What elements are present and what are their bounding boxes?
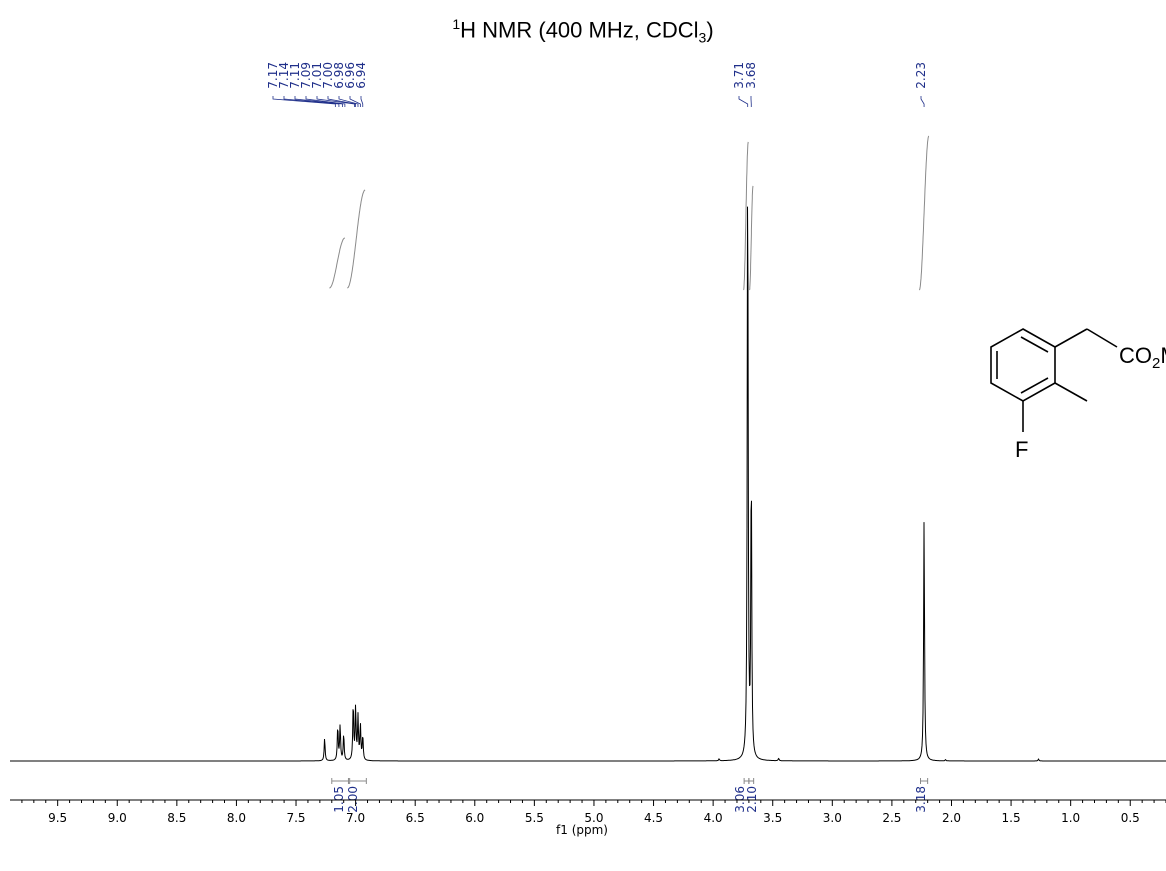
x-tick-label: 3.5: [763, 811, 782, 825]
peak-label-connector: [305, 96, 346, 107]
integral-label: 2.00: [346, 786, 360, 813]
x-tick-label: 4.5: [644, 811, 663, 825]
peak-label-connector: [272, 96, 336, 107]
molecule-structure: [990, 328, 1118, 432]
ring-double-bond-2: [1020, 377, 1049, 394]
x-tick-label: 9.0: [108, 811, 127, 825]
integral-label: 3.18: [914, 786, 928, 813]
x-tick-label: 8.5: [167, 811, 186, 825]
peak-label-connector: [316, 96, 355, 107]
x-tick-label: 9.5: [48, 811, 67, 825]
integral-curve: [347, 189, 366, 289]
integral-bracket: [331, 778, 349, 784]
x-tick-label: 7.0: [346, 811, 365, 825]
peak-label: 2.23: [914, 62, 928, 89]
integral-bracket: [748, 778, 755, 784]
ester-bond: [1086, 328, 1118, 348]
peak-label: 7.11: [288, 62, 302, 89]
integral-label: 3.06: [733, 786, 747, 813]
x-tick-label: 6.5: [406, 811, 425, 825]
ester-subscript: 2: [1152, 355, 1160, 372]
title-superscript: 1: [452, 16, 461, 32]
x-tick-label: 2.5: [882, 811, 901, 825]
peak-label: 3.71: [732, 62, 746, 89]
peak-label: 7.01: [310, 62, 324, 89]
x-tick-label: 3.0: [823, 811, 842, 825]
integral-curve: [329, 237, 346, 289]
x-tick-label: 1.5: [1002, 811, 1021, 825]
methyl-bond: [1054, 382, 1088, 402]
peak-label-group: 7.177.147.117.097.017.006.986.966.94 3.71…: [266, 62, 928, 107]
integral-curve: [918, 135, 930, 291]
x-tick-label: 0.5: [1121, 811, 1140, 825]
peak-label-connector: [738, 96, 749, 107]
x-tick-label: 5.0: [584, 811, 603, 825]
x-tick-label: 5.5: [525, 811, 544, 825]
chart-title: 1H NMR (400 MHz, CDCl3): [0, 16, 1166, 46]
peak-label: 6.94: [354, 62, 368, 89]
peak-label: 7.14: [277, 62, 291, 89]
peak-label-connector: [294, 96, 343, 107]
integral-label: 1.05: [332, 786, 346, 813]
peak-label: 7.17: [266, 62, 280, 89]
peak-label-connector: [338, 96, 359, 107]
peak-label-connector: [920, 96, 925, 107]
peak-label-connector: [349, 96, 361, 107]
peak-label: 7.09: [299, 62, 313, 89]
benzene-ring: [990, 328, 1056, 402]
x-tick-label: 8.0: [227, 811, 246, 825]
x-axis-title: f1 (ppm): [556, 823, 608, 837]
title-main: H NMR (400 MHz, CDCl: [460, 17, 699, 43]
ester-co: CO: [1119, 343, 1152, 368]
title-subscript: 3: [698, 29, 707, 46]
integral-bracket: [349, 778, 367, 784]
ester-substituent-label: CO2Me: [1119, 343, 1166, 372]
peak-label: 6.96: [343, 62, 357, 89]
peak-label-connector: [283, 96, 340, 107]
x-tick-label: 7.5: [286, 811, 305, 825]
integral-curve: [743, 141, 749, 291]
peak-label: 3.68: [744, 62, 758, 89]
ch2-bond: [1054, 328, 1088, 348]
title-close: ): [706, 17, 714, 43]
integral-curve: [749, 185, 754, 291]
x-tick-label: 1.0: [1061, 811, 1080, 825]
ring-double-bond-1: [1020, 336, 1049, 353]
x-tick-label: 6.0: [465, 811, 484, 825]
x-tick-group: 9.5 9.0 8.5 8.0 7.5 7.0 6.5 6.0 5.5 5.0 4.5 4.0 3.5 3…: [21, 800, 1166, 825]
spectrum-trace: [10, 206, 1166, 762]
peak-label-connector: [360, 96, 364, 107]
integral-bracket: [743, 778, 750, 784]
peak-label: 6.98: [332, 62, 346, 89]
integral-bracket: [919, 778, 929, 784]
x-tick-label: 4.0: [704, 811, 723, 825]
x-tick-label: 2.0: [942, 811, 961, 825]
peak-label: 7.00: [321, 62, 335, 89]
fluorine-label: F: [1015, 437, 1028, 462]
integral-curve-group: [329, 135, 930, 291]
ester-me: Me: [1160, 343, 1166, 368]
peak-label-connector: [327, 96, 357, 107]
integral-label: 2.10: [745, 786, 759, 813]
